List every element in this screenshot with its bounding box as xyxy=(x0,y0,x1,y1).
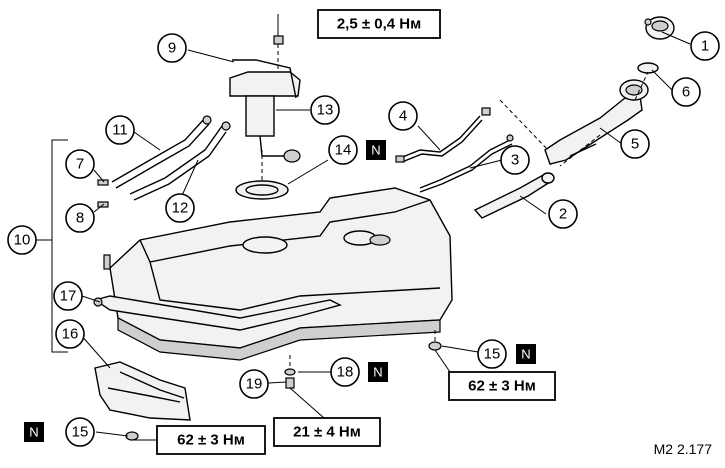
callout-10: 10 xyxy=(7,225,37,255)
nut-top xyxy=(273,35,284,45)
torque-bottom-mid-label: 21 ± 4 Нм xyxy=(293,424,361,441)
nut-15-right xyxy=(428,341,442,351)
callout-18-label: 18 xyxy=(337,364,354,381)
callout-15-right: 15 xyxy=(477,339,507,369)
fuel-tank xyxy=(109,187,453,361)
n-badge-14: N xyxy=(366,140,386,160)
callout-15-left-label: 15 xyxy=(72,424,89,441)
filler-hose xyxy=(473,172,555,219)
callout-16: 16 xyxy=(55,319,85,349)
torque-box-bottom-left: 62 ± 3 Нм xyxy=(156,425,266,455)
callout-3: 3 xyxy=(500,145,530,175)
callout-12: 12 xyxy=(165,193,195,223)
callout-2-label: 2 xyxy=(559,206,567,223)
fuel-hose-11 xyxy=(111,117,210,189)
bolt-19 xyxy=(285,377,295,389)
torque-box-right: 62 ± 3 Нм xyxy=(448,371,556,401)
torque-right-label: 62 ± 3 Нм xyxy=(468,378,536,395)
torque-bottom-left-label: 62 ± 3 Нм xyxy=(177,432,245,449)
callout-4: 4 xyxy=(388,101,418,131)
vent-line xyxy=(395,107,491,163)
callout-17: 17 xyxy=(53,281,83,311)
bolt-17 xyxy=(103,254,111,270)
callout-13: 13 xyxy=(310,95,340,125)
callout-13-label: 13 xyxy=(317,102,334,119)
callout-19-label: 19 xyxy=(246,376,263,393)
callout-8-label: 8 xyxy=(76,210,84,227)
callout-11: 11 xyxy=(105,115,135,145)
n-badge-18-label: N xyxy=(373,365,382,380)
callout-5-label: 5 xyxy=(631,136,639,153)
callout-12-label: 12 xyxy=(172,200,189,217)
group-bracket-10 xyxy=(36,139,68,353)
callout-15-left: 15 xyxy=(65,417,95,447)
callout-18: 18 xyxy=(330,357,360,387)
callout-2: 2 xyxy=(548,199,578,229)
pump-gasket xyxy=(235,180,289,200)
fuel-pump-module xyxy=(229,59,301,163)
n-badge-15-right-label: N xyxy=(521,347,530,362)
breather-hose xyxy=(419,134,514,193)
callout-17-label: 17 xyxy=(60,288,77,305)
callout-9-label: 9 xyxy=(168,40,176,57)
callout-6: 6 xyxy=(671,77,701,107)
washer-18 xyxy=(284,368,296,376)
callout-7: 7 xyxy=(65,149,95,179)
torque-top-label: 2,5 ± 0,4 Нм xyxy=(337,16,421,33)
callout-1: 1 xyxy=(690,31,720,61)
callout-16-label: 16 xyxy=(62,326,79,343)
cap-gasket xyxy=(637,62,659,74)
callout-5: 5 xyxy=(620,129,650,159)
callout-7-label: 7 xyxy=(76,156,84,173)
callout-9: 9 xyxy=(157,33,187,63)
callout-8: 8 xyxy=(65,203,95,233)
torque-box-bottom-mid: 21 ± 4 Нм xyxy=(273,417,381,447)
n-badge-14-label: N xyxy=(371,143,380,158)
callout-14: 14 xyxy=(328,135,358,165)
callout-14-label: 14 xyxy=(335,142,352,159)
n-badge-15-left: N xyxy=(24,422,44,442)
n-badge-15-right: N xyxy=(516,344,536,364)
leader-lines xyxy=(79,14,691,441)
filler-cap xyxy=(644,16,675,40)
callout-19: 19 xyxy=(239,369,269,399)
callout-3-label: 3 xyxy=(511,152,519,169)
callout-1-label: 1 xyxy=(701,38,709,55)
callout-4-label: 4 xyxy=(399,108,407,125)
heat-shield xyxy=(94,361,191,421)
n-badge-18: N xyxy=(368,362,388,382)
assembly-guidelines xyxy=(261,44,649,368)
callout-10-label: 10 xyxy=(14,232,31,249)
callout-15-right-label: 15 xyxy=(484,346,501,363)
torque-box-top: 2,5 ± 0,4 Нм xyxy=(317,9,441,39)
figure-id: M2 2.177 xyxy=(654,441,713,457)
tank-strap xyxy=(93,295,342,331)
n-badge-15-left-label: N xyxy=(29,425,38,440)
callout-6-label: 6 xyxy=(682,84,690,101)
callout-11-label: 11 xyxy=(112,122,128,139)
fuel-hose-12 xyxy=(129,125,227,201)
